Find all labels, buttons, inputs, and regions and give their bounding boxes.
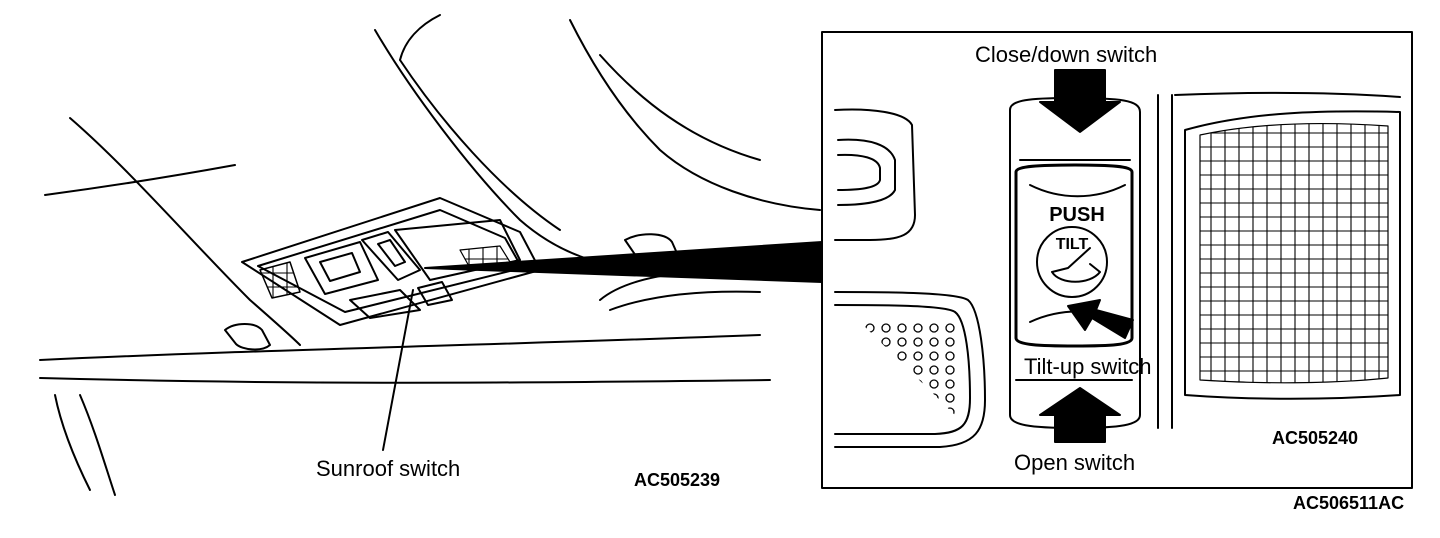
open-arrow — [1039, 387, 1121, 443]
close-down-switch-label: Close/down switch — [975, 42, 1158, 67]
headliner-outline — [39, 14, 821, 496]
detail-right-lamp — [1157, 91, 1401, 429]
overhead-console — [241, 197, 541, 326]
sunroof-switch-label: Sunroof switch — [316, 456, 461, 481]
tilt-up-switch-label: Tilt-up switch — [1024, 354, 1152, 379]
close-down-arrow — [1039, 69, 1121, 133]
tilt-up-arrow — [1067, 299, 1134, 339]
detail-left-housing — [834, 108, 986, 448]
push-legend: PUSH — [1049, 204, 1105, 226]
detail-figure-code: AC505240 — [1272, 428, 1359, 448]
left-figure-code: AC505239 — [634, 470, 721, 490]
open-switch-label: Open switch — [1014, 450, 1136, 475]
sunroof-switch-body — [1009, 97, 1141, 429]
tilt-legend: TILT — [1056, 236, 1089, 253]
switch-face-text: PUSH TILT — [1049, 204, 1105, 253]
detail-frame — [821, 31, 1413, 489]
overall-figure-code: AC506511AC — [1293, 493, 1405, 513]
sunroof-switch-leader — [382, 289, 414, 451]
